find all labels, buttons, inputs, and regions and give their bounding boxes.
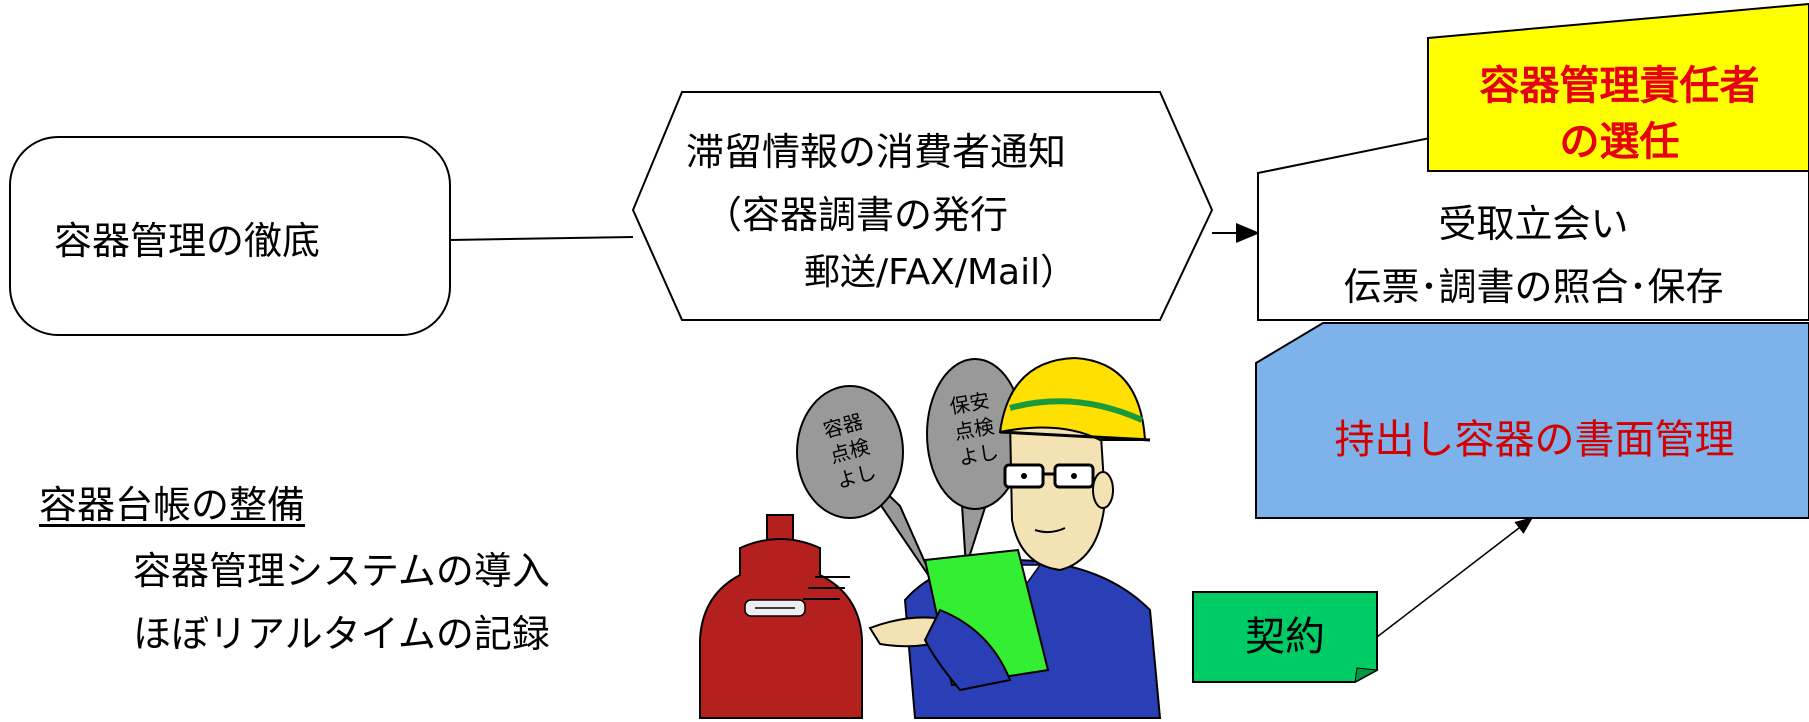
contract-note-fold <box>1354 667 1379 683</box>
receipt-box <box>1257 137 1809 321</box>
receipt-line1: 受取立会い <box>1438 202 1629 246</box>
manager-line2: の選任 <box>1559 119 1680 165</box>
receipt-line2: 伝票･調書の照合･保存 <box>1343 265 1724 309</box>
manager-box <box>1427 2 1809 172</box>
container-management-box <box>9 136 451 336</box>
ledger-title: 容器台帳の整備 <box>39 483 306 527</box>
speech-bubble-right: 保安 点検 よし <box>926 358 1024 568</box>
document-mgmt-label: 持出し容器の書面管理 <box>1334 417 1735 463</box>
connector-management-to-notice <box>449 236 634 241</box>
notice-line1: 滞留情報の消費者通知 <box>686 130 1067 174</box>
worker <box>803 356 1162 719</box>
document-mgmt-box <box>1255 322 1809 519</box>
container-management-label: 容器管理の徹底 <box>54 219 321 263</box>
notice-hexagon <box>631 91 1214 321</box>
ledger-item-record: ほぼリアルタイムの記録 <box>133 612 550 656</box>
manager-line1: 容器管理責任者 <box>1479 63 1760 109</box>
contract-label: 契約 <box>1245 614 1325 660</box>
notice-line3: 郵送/FAX/Mail） <box>804 252 1077 293</box>
connector-contract-to-document <box>1376 517 1534 638</box>
speech-bubble-left: 容器 点検 よし <box>796 385 936 586</box>
notice-line2: （容器調書の発行 <box>704 193 1009 237</box>
ledger-item-system: 容器管理システムの導入 <box>133 549 550 593</box>
gas-cylinder <box>699 514 863 719</box>
inspection-illustration: 容器 点検 よし 保安 点検 よし <box>699 356 1162 719</box>
